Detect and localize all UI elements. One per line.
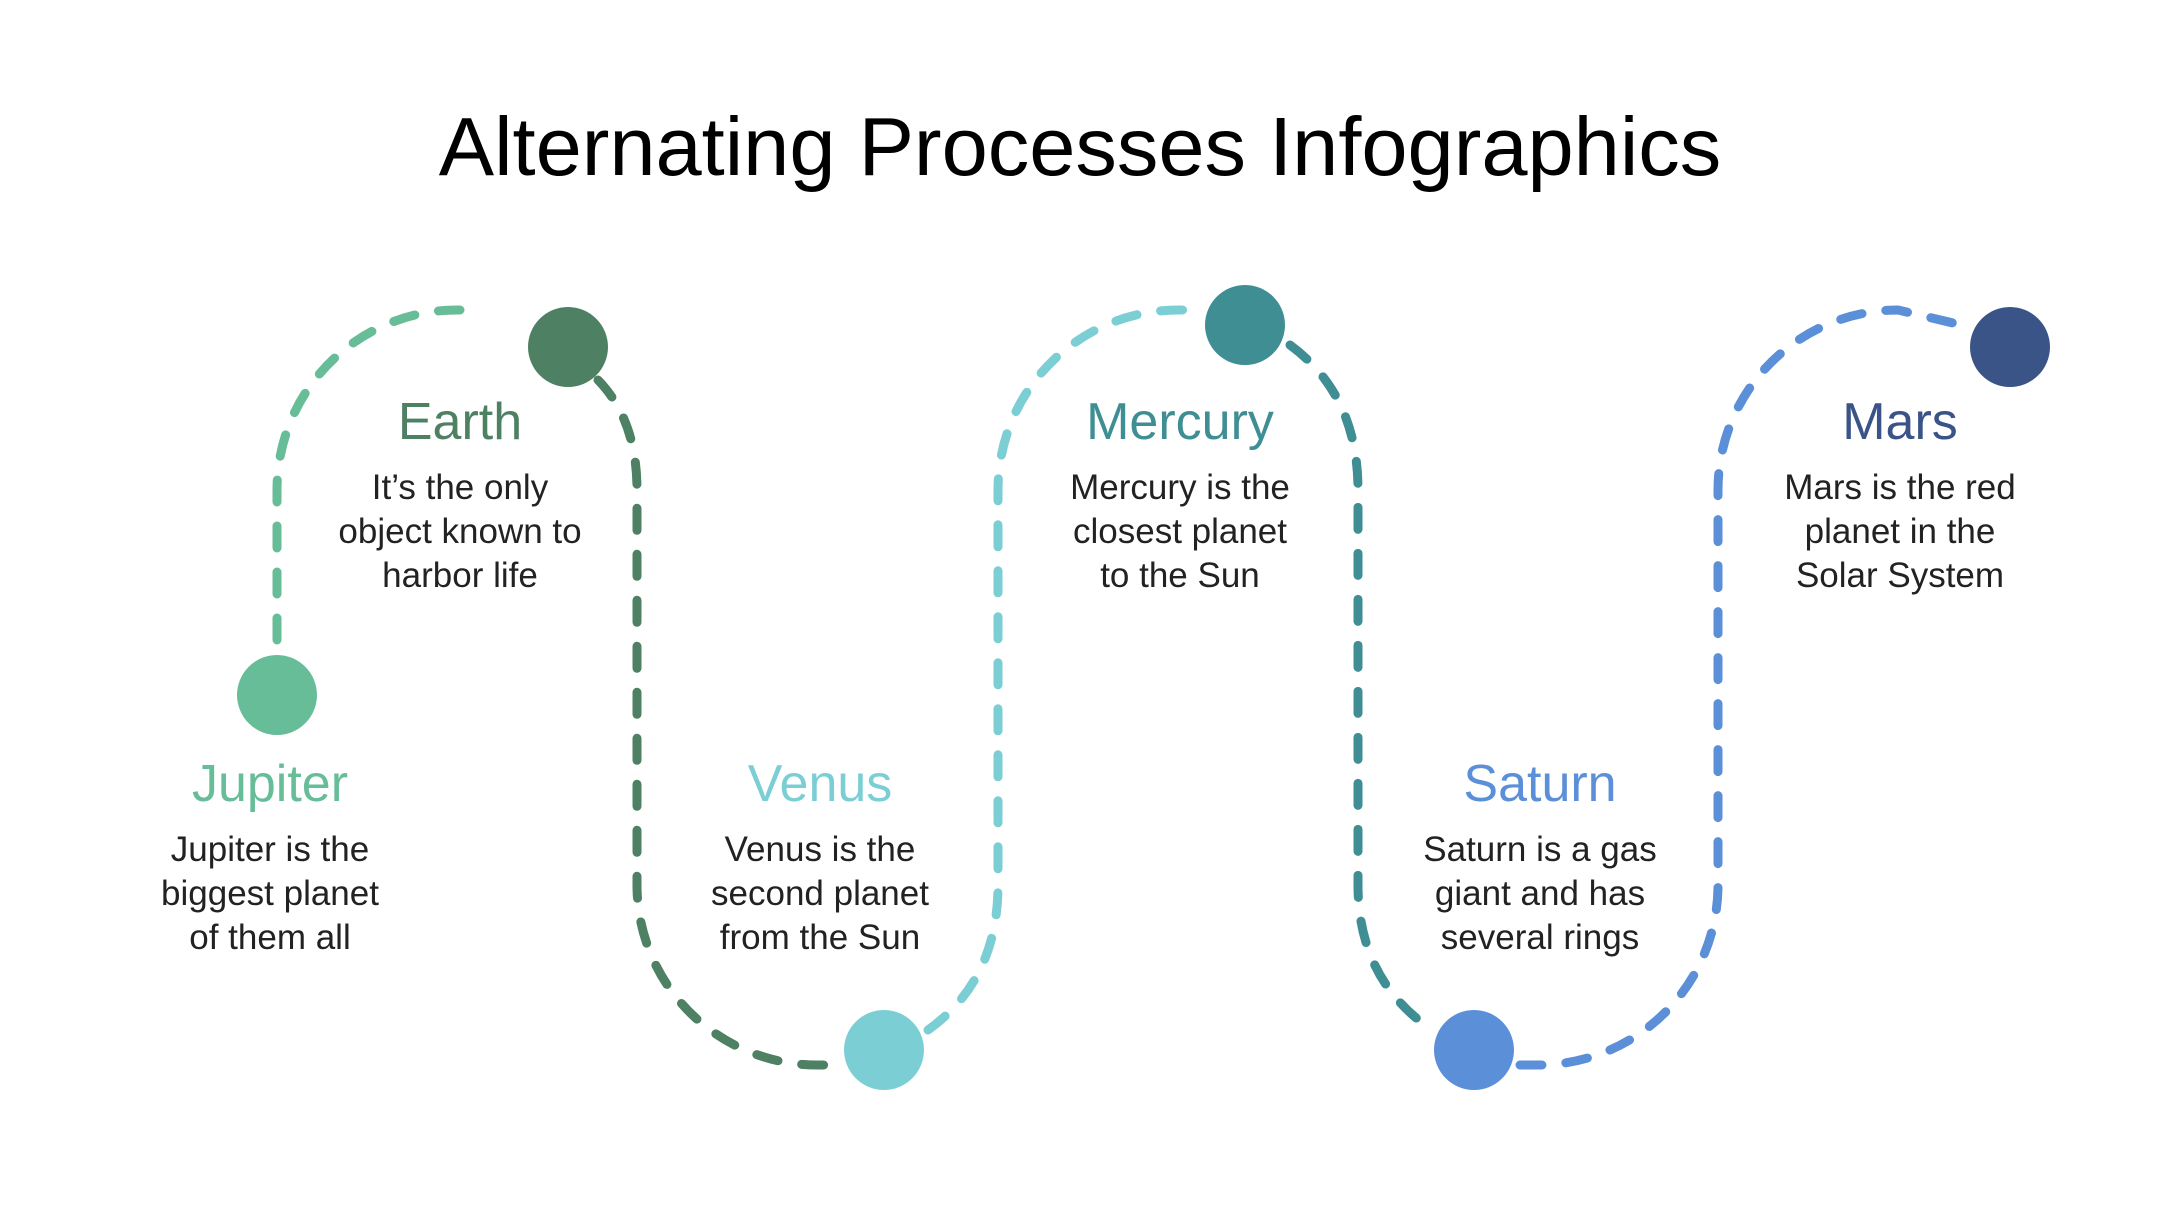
step-jupiter-title: Jupiter	[191, 755, 349, 813]
step-mars-description: Mars is the red planet in the Solar Syst…	[1784, 468, 2016, 595]
step-earth-description: It’s the only object known to harbor lif…	[338, 468, 582, 595]
step-mars-title: Mars	[1842, 393, 1958, 451]
node-mercury	[1205, 285, 1285, 365]
path-segment-earth-venus	[593, 375, 850, 1070]
node-earth	[528, 307, 608, 387]
step-jupiter: Jupiter Jupiter is the biggest planet of…	[90, 752, 450, 960]
path-segment-jupiter-earth	[272, 305, 465, 645]
node-venus	[844, 1010, 924, 1090]
step-saturn: Saturn Saturn is a gas giant and has sev…	[1360, 752, 1720, 960]
step-mercury-title: Mercury	[1086, 393, 1274, 451]
path-segment-mercury-saturn	[1285, 340, 1430, 1030]
path-segment-venus-mercury	[923, 305, 1205, 1035]
node-mars	[1970, 307, 2050, 387]
step-saturn-description: Saturn is a gas giant and has several ri…	[1423, 830, 1657, 957]
path-segment-saturn-mars	[1515, 305, 1975, 1070]
step-earth-title: Earth	[397, 393, 523, 451]
node-saturn	[1434, 1010, 1514, 1090]
step-mars: Mars Mars is the red planet in the Solar…	[1720, 390, 2080, 598]
step-mercury: Mercury Mercury is the closest planet to…	[1000, 390, 1360, 598]
step-saturn-title: Saturn	[1463, 755, 1617, 813]
step-venus-title: Venus	[747, 755, 893, 813]
step-venus-description: Venus is the second planet from the Sun	[711, 830, 929, 957]
step-mercury-description: Mercury is the closest planet to the Sun	[1070, 468, 1290, 595]
node-jupiter	[237, 655, 317, 735]
step-jupiter-description: Jupiter is the biggest planet of them al…	[161, 830, 379, 957]
step-earth: Earth It’s the only object known to harb…	[280, 390, 640, 598]
step-venus: Venus Venus is the second planet from th…	[640, 752, 1000, 960]
page-title: Alternating Processes Infographics	[438, 100, 1722, 193]
